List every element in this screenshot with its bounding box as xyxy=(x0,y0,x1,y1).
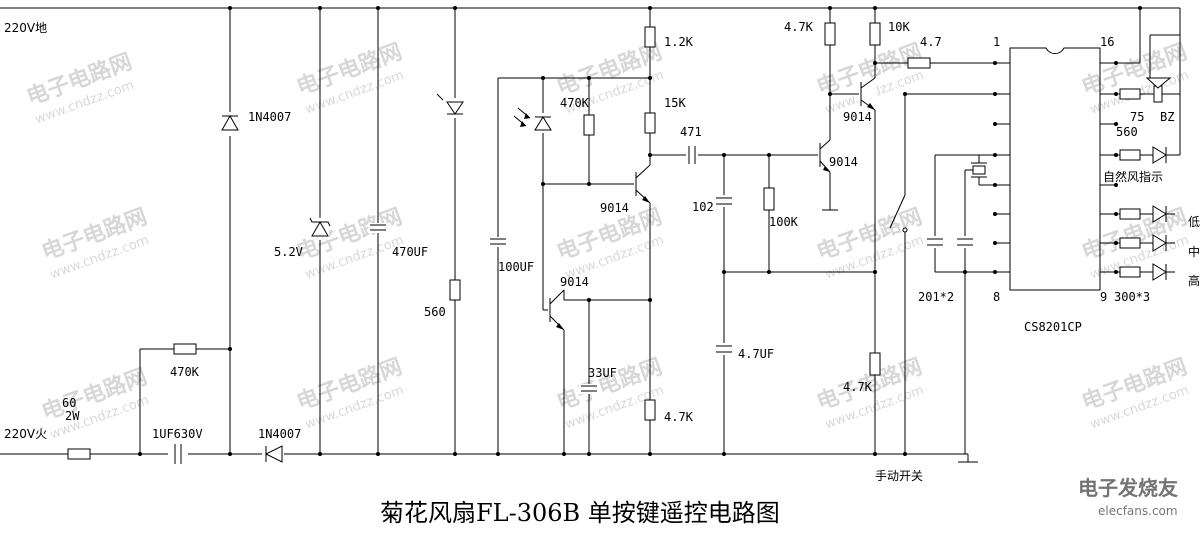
label-ic-pin16: 16 xyxy=(1100,35,1114,49)
label-speed-low: 低 xyxy=(1188,215,1200,229)
manual-switch xyxy=(889,194,906,229)
label-res-75: 75 xyxy=(1130,110,1144,124)
label-buzzer: BZ xyxy=(1160,110,1174,124)
label-live-220v: 220V火 xyxy=(4,427,47,441)
label-d1: 1N4007 xyxy=(248,110,291,124)
label-cap-1uf: 1UF630V xyxy=(152,427,203,441)
label-res-300x3: 300*3 xyxy=(1114,290,1150,304)
label-res-15k: 15K xyxy=(664,96,686,110)
label-cap-100uf: 100UF xyxy=(498,260,534,274)
logo-url: elecfans.com xyxy=(1098,504,1178,518)
resistor-300-high xyxy=(1119,266,1141,278)
resistor-560-a xyxy=(449,279,461,301)
power-section xyxy=(67,6,464,464)
label-res-470k-a: 470K xyxy=(170,365,200,379)
resistor-470k-b xyxy=(583,114,595,136)
label-cap-471: 471 xyxy=(680,125,702,139)
receiver-section xyxy=(488,6,877,456)
label-res-4-7k-b: 4.7K xyxy=(784,20,814,34)
resistor-470k-a xyxy=(173,343,197,355)
diagram-title: 菊花风扇FL-306B 单按键遥控电路图 xyxy=(380,499,780,527)
resistor-560-b xyxy=(1119,149,1141,161)
led-low xyxy=(1152,205,1167,223)
label-res-560-b: 560 xyxy=(1116,125,1138,139)
label-res-560-a: 560 xyxy=(424,305,446,319)
label-q2: 9014 xyxy=(560,275,589,289)
resistor-100k xyxy=(763,187,775,211)
label-res-4-7k-c: 4.7K xyxy=(843,380,873,394)
outputs-section xyxy=(1116,34,1181,281)
label-speed-high: 高 xyxy=(1188,273,1200,288)
label-manual-switch: 手动开关 xyxy=(875,469,923,483)
label-res-470k-b: 470K xyxy=(560,96,590,110)
led-indicator xyxy=(446,101,464,115)
label-d2: 1N4007 xyxy=(258,427,301,441)
photodiode xyxy=(534,116,552,131)
label-res-100k: 100K xyxy=(769,215,799,229)
logo-text: 电子发烧友 xyxy=(1078,476,1178,500)
resistor-75 xyxy=(1119,88,1141,100)
label-ic-pin9: 9 xyxy=(1100,290,1107,304)
resistor-60 xyxy=(67,448,91,460)
resistor-300-low xyxy=(1119,208,1141,220)
label-res-60: 60 xyxy=(62,396,76,410)
label-q4: 9014 xyxy=(843,110,872,124)
crystal xyxy=(972,165,986,175)
label-res-4-7k-a: 4.7K xyxy=(664,410,694,424)
label-cap-102: 102 xyxy=(692,200,714,214)
resistor-4-7 xyxy=(907,57,931,69)
label-res-60-w: 2W xyxy=(65,409,80,423)
resistor-1-2k xyxy=(644,26,656,48)
label-cap-main: 470UF xyxy=(392,245,428,259)
label-cap-4-7uf: 4.7UF xyxy=(738,347,774,361)
label-q1: 9014 xyxy=(600,201,629,215)
label-q3: 9014 xyxy=(829,155,858,169)
label-speed-mid: 中 xyxy=(1188,244,1200,259)
label-caps-201: 201*2 xyxy=(918,290,954,304)
label-ic-pin1: 1 xyxy=(993,35,1000,49)
led-natural-wind xyxy=(1152,146,1167,164)
diode-1n4007-vertical xyxy=(221,114,239,131)
resistor-15k xyxy=(644,112,656,134)
resistor-4-7k-c xyxy=(869,352,881,376)
label-zener: 5.2V xyxy=(274,245,303,259)
label-res-10k: 10K xyxy=(888,20,910,34)
site-logo: 电子发烧友 elecfans.com xyxy=(1078,476,1178,518)
component-labels: 220V地 220V火 1N4007 1N4007 5.2V 470UF 560… xyxy=(4,20,1200,483)
resistor-4-7k-a xyxy=(644,399,656,421)
resistor-10k xyxy=(869,22,881,46)
driver-section xyxy=(818,6,1010,463)
label-ground-220v: 220V地 xyxy=(4,21,47,35)
led-high xyxy=(1152,263,1167,281)
zener-5v2 xyxy=(311,220,329,237)
label-ic-name: CS8201CP xyxy=(1024,320,1082,334)
label-res-1-2k: 1.2K xyxy=(664,35,694,49)
label-cap-33uf: 33UF xyxy=(588,366,617,380)
resistor-4-7k-b xyxy=(824,22,836,46)
resistor-300-mid xyxy=(1119,237,1141,249)
rails xyxy=(0,7,1181,455)
ic-cs8201cp xyxy=(1009,6,1142,291)
label-ic-pin8: 8 xyxy=(993,290,1000,304)
diode-1n4007-bottom xyxy=(264,445,283,463)
led-mid xyxy=(1152,234,1167,252)
label-res-4-7: 4.7 xyxy=(920,35,942,49)
label-natural-wind: 自然风指示 xyxy=(1103,169,1163,184)
